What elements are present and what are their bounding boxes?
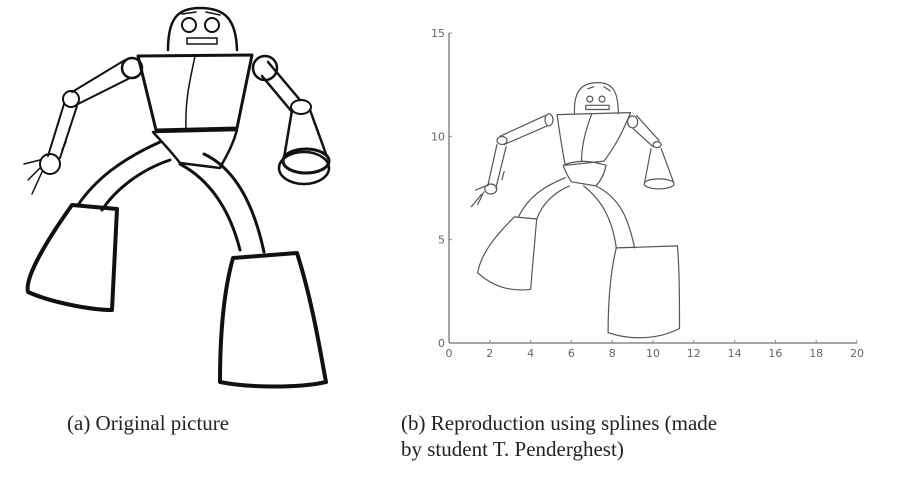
caption-b-line2: by student T. Penderghest) [401, 437, 624, 461]
robot-forearm-right [282, 108, 328, 160]
spline-mouth [585, 104, 610, 111]
spline-brow-right [603, 86, 611, 92]
y-tick-label: 5 [438, 234, 445, 247]
spline-foot-right [607, 245, 681, 339]
x-tick-label: 8 [609, 347, 616, 360]
spline-robot [470, 82, 681, 339]
robot-elbow-left [62, 90, 80, 108]
robot-upper-arm-right [260, 60, 302, 114]
robot-eye-left [181, 17, 197, 33]
robot-elbow-right [290, 99, 312, 115]
spline-brow-left [587, 86, 595, 90]
robot-leg-left [76, 140, 172, 212]
robot-foot-right [218, 251, 328, 389]
spline-elbow-left [496, 135, 508, 146]
x-tick-label: 14 [728, 347, 742, 360]
spline-forearm-right [644, 148, 674, 183]
x-tick-label: 18 [809, 347, 823, 360]
x-tick-label: 4 [527, 347, 534, 360]
robot-hand-right-rim [277, 150, 331, 186]
caption-b-line1: (b) Reproduction using splines (made [401, 411, 718, 435]
spline-leg-right [583, 185, 636, 249]
original-robot-drawing [23, 6, 331, 389]
spline-hand-right [643, 178, 675, 190]
caption-b: (b) Reproduction using splines (made by … [401, 410, 871, 462]
plot-axes: 0 2 4 6 8 10 12 14 16 18 20 0 5 10 15 [431, 27, 864, 360]
robot-eye-right [204, 17, 220, 33]
x-tick-label: 6 [568, 347, 575, 360]
spline-shoulder-right [627, 115, 639, 129]
spline-forearm-left [487, 144, 507, 189]
robot-leg-right [178, 152, 266, 254]
robot-head [166, 6, 239, 52]
y-tick-label: 0 [438, 337, 445, 350]
spline-elbow-right [652, 141, 662, 149]
x-tick-label: 12 [687, 347, 701, 360]
spline-pelvis [562, 160, 607, 187]
robot-mouth [186, 37, 218, 45]
y-tick-label: 10 [431, 130, 445, 143]
caption-a: (a) Original picture [67, 411, 230, 435]
spline-reproduction-plot: 0 2 4 6 8 10 12 14 16 18 20 0 5 10 15 [431, 27, 864, 360]
robot-brow-left [181, 11, 197, 15]
robot-torso-seam [185, 55, 196, 129]
spline-fingers-left [470, 170, 505, 208]
spline-upper-arm-left [499, 115, 548, 146]
robot-pelvis [151, 128, 239, 170]
spline-head [573, 82, 619, 115]
x-tick-label: 16 [768, 347, 782, 360]
x-tick-label: 2 [486, 347, 493, 360]
x-tick-label: 20 [850, 347, 864, 360]
robot-upper-arm-left [71, 59, 131, 105]
robot-brow-right [205, 11, 221, 16]
spline-eye-right [598, 95, 606, 103]
y-tick-label: 15 [431, 27, 445, 40]
robot-hand-left [39, 153, 61, 175]
spline-torso [556, 112, 632, 166]
spline-eye-left [586, 95, 594, 103]
x-tick-label: 10 [646, 347, 660, 360]
robot-torso [136, 53, 254, 132]
spline-upper-arm-right [632, 115, 660, 148]
spline-shoulder-left [544, 113, 554, 127]
spline-hand-left [484, 183, 498, 195]
robot-shoulder-left [120, 56, 144, 80]
x-tick-label: 0 [446, 347, 453, 360]
robot-fingers-left [23, 141, 67, 195]
robot-foot-left [25, 203, 119, 312]
spline-leg-left [517, 177, 570, 220]
spline-torso-seam [581, 113, 593, 162]
spline-foot-left [477, 216, 538, 291]
